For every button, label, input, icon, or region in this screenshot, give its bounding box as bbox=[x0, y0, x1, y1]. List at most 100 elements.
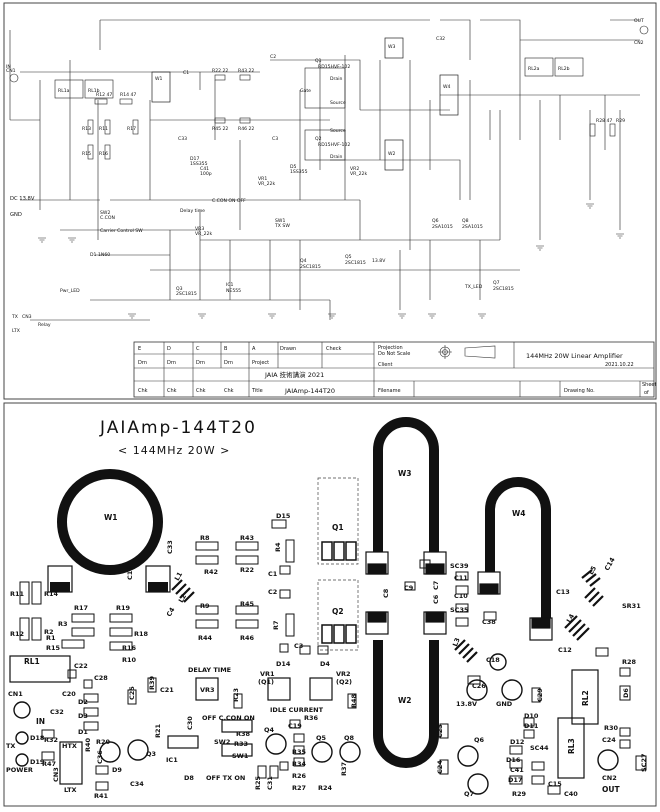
label-q6: Q6 bbox=[432, 218, 439, 224]
board-label-c28: C28 bbox=[94, 674, 108, 682]
balun-w2-symbol: W2 bbox=[384, 139, 404, 171]
projection-symbol bbox=[438, 345, 496, 359]
tb-product: 144MHz 20W Linear Amplifier bbox=[526, 352, 623, 360]
relay-rl2-symbol: RL2a RL2b bbox=[524, 57, 584, 77]
board-label-r46: R46 bbox=[240, 634, 255, 642]
board-label-q5: Q5 bbox=[316, 734, 327, 742]
board-label-d11: D11 bbox=[524, 722, 539, 730]
label-pwr-led: Pwr_LED bbox=[60, 288, 80, 294]
board-label-r40: R40 bbox=[84, 737, 92, 752]
label-r12: R12 47 bbox=[96, 92, 112, 98]
board-label-d1: D1 bbox=[78, 728, 88, 736]
label-q3: Q3 bbox=[176, 286, 183, 292]
board-label-c1: C1 bbox=[268, 570, 278, 578]
board-label-r44: R44 bbox=[198, 634, 213, 642]
board-label-c16: C16 bbox=[126, 566, 134, 580]
label-q7: Q7 bbox=[493, 280, 500, 286]
label-r45: R45 22 bbox=[212, 126, 228, 132]
label-sw2: SW2 bbox=[100, 210, 110, 216]
board-label-ltx: LTX bbox=[64, 786, 77, 794]
board-label-r47: R47 bbox=[42, 760, 56, 768]
board-label-r4: R4 bbox=[274, 542, 282, 552]
board-label-q3: Q3 bbox=[146, 750, 156, 758]
balun-w1-symbol: W1 bbox=[151, 71, 171, 103]
label-q1: Q1 bbox=[315, 58, 322, 64]
board-label-cn1: CN1 bbox=[8, 690, 23, 698]
label-r14: R14 47 bbox=[120, 92, 136, 98]
board-label-idle-current: IDLE CURRENT bbox=[270, 706, 324, 714]
board-label-c18: C18 bbox=[486, 656, 500, 664]
board-label-r2: R2 bbox=[44, 628, 54, 636]
board-title: JAIAmp-144T20 bbox=[99, 418, 257, 438]
board-label-r35: R35 bbox=[292, 748, 307, 756]
board-label-r48: R48 bbox=[350, 693, 358, 708]
label-out: OUT bbox=[634, 18, 644, 24]
label-q8-part: 2SA1015 bbox=[462, 224, 483, 230]
board-label-c6: C6 bbox=[432, 594, 440, 604]
label-r13: R13 bbox=[82, 126, 91, 132]
tb-title-label: Title bbox=[251, 388, 263, 394]
board-label-ic1: IC1 bbox=[166, 756, 178, 764]
board-label-r3: R3 bbox=[58, 620, 68, 628]
label-c41: C41 bbox=[200, 166, 209, 172]
label-vr3-part: VR_22k bbox=[195, 231, 212, 237]
board-label-sw2: SW2 bbox=[214, 738, 230, 746]
tb-drn-2: Drn bbox=[167, 360, 176, 366]
label-in: IN bbox=[6, 64, 11, 70]
board-label-c11: C11 bbox=[454, 574, 468, 582]
label-vcc: 13.8V bbox=[372, 258, 386, 264]
board-label-c7: C7 bbox=[432, 581, 440, 590]
board-label-c12: C12 bbox=[558, 646, 572, 654]
label-q1-source: Source bbox=[330, 100, 346, 106]
label-dc-in: DC 13.8V bbox=[10, 196, 35, 202]
board-label-r1: R1 bbox=[46, 634, 56, 642]
board-label-vr2q: (Q2) bbox=[336, 678, 352, 686]
tb-chk-2: Chk bbox=[167, 388, 177, 394]
board-label-r34: R34 bbox=[292, 760, 307, 768]
label-q8: Q8 bbox=[462, 218, 469, 224]
label-c32: C32 bbox=[436, 36, 445, 42]
board-label-c24: C24 bbox=[436, 760, 444, 774]
label-gnd: GND bbox=[10, 212, 22, 218]
balun-w3-hairpin: W3 bbox=[373, 417, 439, 560]
label-d1-part: 1N60 bbox=[98, 252, 110, 258]
label-r28: R28 47 bbox=[596, 118, 612, 124]
hairpin-pads bbox=[365, 551, 553, 641]
label-r16: R16 bbox=[99, 151, 108, 157]
board-label-v138: 13.8V bbox=[456, 700, 477, 708]
board-label-r11: R11 bbox=[10, 590, 25, 598]
label-r17: R17 bbox=[127, 126, 136, 132]
board-label-c15: C15 bbox=[548, 780, 562, 788]
tb-projection: Projection bbox=[378, 345, 403, 351]
board-label-c21: C21 bbox=[160, 686, 174, 694]
board-label-off-con-on: OFF C.CON ON bbox=[202, 714, 255, 722]
resistor-glyphs bbox=[87, 74, 616, 160]
board-label-c10: C10 bbox=[454, 592, 468, 600]
board-label-d3: D3 bbox=[78, 712, 88, 720]
relay-rl1-outline: RL1 bbox=[9, 655, 71, 683]
tb-chk-4: Chk bbox=[224, 388, 234, 394]
board-label-c13: C13 bbox=[556, 588, 570, 596]
label-vr1: VR1 bbox=[258, 176, 267, 182]
board-label-r20: R20 bbox=[96, 738, 111, 746]
label-w2: W2 bbox=[388, 151, 396, 157]
tb-do-not-scale: Do Not Scale bbox=[378, 351, 410, 357]
ic-and-switches bbox=[59, 719, 253, 785]
board-label-c38: C38 bbox=[482, 618, 496, 626]
board-label-r10: R10 bbox=[122, 656, 137, 664]
board-q2-label: Q2 bbox=[332, 607, 344, 616]
board-label-tx: TX bbox=[6, 742, 15, 750]
board-w4-label: W4 bbox=[512, 509, 526, 518]
label-q2: Q2 bbox=[315, 136, 322, 142]
board-label-htx: HTX bbox=[62, 742, 77, 750]
board-label-sr31: SR31 bbox=[622, 602, 641, 610]
board-label-r16: R16 bbox=[122, 644, 137, 652]
board-label-r14: R14 bbox=[44, 590, 59, 598]
label-sw2-part: C.CON bbox=[100, 215, 115, 221]
tb-sheet-of: of bbox=[644, 390, 649, 396]
label-d5-part: 1SS355 bbox=[290, 169, 308, 175]
board-label-cn3: CN3 bbox=[52, 767, 60, 782]
board-label-r41: R41 bbox=[94, 792, 109, 800]
label-vr3: VR3 bbox=[195, 226, 204, 232]
